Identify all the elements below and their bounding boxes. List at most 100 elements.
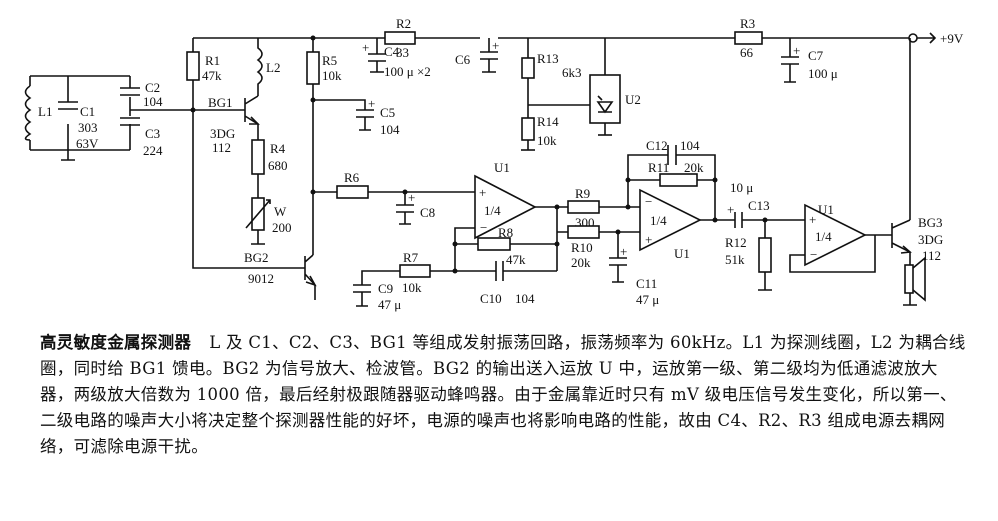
u1a-plus: + [479,185,486,200]
num-bg1: 112 [212,140,231,155]
label-u1c: U1 [818,202,834,217]
label-r11: R11 [648,160,669,175]
c8-plus: + [408,190,415,205]
bg1-arrow [249,116,260,125]
buzzer-gnd [903,293,917,306]
resistor-r8 [477,237,511,251]
bg2-arrow [305,275,317,287]
junction-r11-right [712,177,718,183]
capacitor-c4 [368,38,386,73]
capacitor-c5 [313,99,374,131]
capacitor-c8 [396,192,414,225]
description-body: L 及 C1、C2、C3、BG1 等组成发射振荡回路，振荡频率为 60kHz。L… [40,333,966,456]
type-bg2: 9012 [248,271,274,286]
resistor-r14 [521,117,535,141]
capacitor-c2 [120,87,140,96]
u1b-minus: − [645,194,652,209]
label-r10: R10 [571,240,593,255]
label-bg3: BG3 [918,215,943,230]
value-c11: 47 μ [636,292,659,307]
value-c1: 303 [78,120,98,135]
label-r12: R12 [725,235,747,250]
value-c9: 47 μ [378,297,401,312]
num-bg3: 112 [922,248,941,263]
buzzer [904,264,914,294]
u1b-fb [627,154,735,221]
value-r5: 10k [322,68,342,83]
capacitor-c11 [609,232,627,283]
label-bg1: BG1 [208,95,233,110]
inductor-l2 [256,38,263,96]
r7-wire [361,270,455,285]
c4-plus: + [362,40,369,55]
value-c3: 224 [143,143,163,158]
label-r3: R3 [740,16,755,31]
description-title: 高灵敏度金属探测器 [40,333,192,352]
capacitor-c7 [781,38,799,83]
resistor-r2 [384,31,416,45]
value-r3: 66 [740,45,754,60]
label-r2: R2 [396,16,411,31]
label-r1: R1 [205,53,220,68]
u1b-plus: + [645,232,652,247]
label-c6: C6 [455,52,471,67]
label-c10: C10 [480,291,502,306]
opamp-u1-stage1 [474,174,537,240]
value-r4: 680 [268,158,288,173]
regulator-u2 [589,74,621,124]
label-c1: C1 [80,104,95,119]
value-r10: 20k [571,255,591,270]
junction-u1b-out [712,217,718,223]
resistor-r10 [567,225,600,239]
resistor-r9 [567,200,600,214]
label-r14: R14 [537,114,559,129]
vcc-arrow [917,32,937,44]
c13-plus: + [727,202,734,217]
bg3-arrow [900,245,912,254]
c5-plus: + [368,96,375,111]
label-c4: C4 [384,44,400,59]
capacitor-c12 [667,145,677,165]
label-c3: C3 [145,126,160,141]
transistor-bg1 [193,95,259,140]
tank-gnd [61,150,75,161]
junction-r8-left [452,241,458,247]
value-w: 200 [272,220,292,235]
type-bg3: 3DG [918,232,943,247]
capacitor-c3 [120,117,140,126]
u1a-minus: − [480,220,487,235]
label-bg2: BG2 [244,250,269,265]
c11-plus: + [620,244,627,259]
label-c11: C11 [636,276,657,291]
label-u2: U2 [625,92,641,107]
buzzer-horn [912,256,926,302]
junction-r11-left [625,177,631,183]
resistor-r4 [251,139,265,175]
w-arrow [245,199,271,229]
u1c-fb [789,234,892,273]
label-l1: L1 [38,104,52,119]
value-r12: 51k [725,252,745,267]
frac-u1a: 1/4 [484,203,501,218]
label-c5: C5 [380,105,395,120]
label-c13: C13 [748,198,770,213]
resistor-r12 [758,237,772,273]
value-c5: 104 [380,122,400,137]
opamp-u1-stage3 [804,203,867,267]
resistor-r11 [659,173,698,187]
junction-u1a-out [554,204,560,210]
u2-diode [596,95,614,114]
value-c13: 10 μ [730,180,753,195]
capacitor-c9 [353,284,371,307]
metal-detector-schematic: R2 33 R3 66 +9V + C4 100 μ ×2 + C6 + C7 … [24,16,964,312]
junction-r8-right [554,241,560,247]
label-c8: C8 [420,205,435,220]
r1-wire [192,38,305,269]
inductor-l1 [24,85,32,141]
label-c12: C12 [646,138,668,153]
resistor-r3 [734,31,763,45]
label-r13: R13 [537,51,559,66]
tank-frame [29,75,193,151]
frac-u1b: 1/4 [650,213,667,228]
